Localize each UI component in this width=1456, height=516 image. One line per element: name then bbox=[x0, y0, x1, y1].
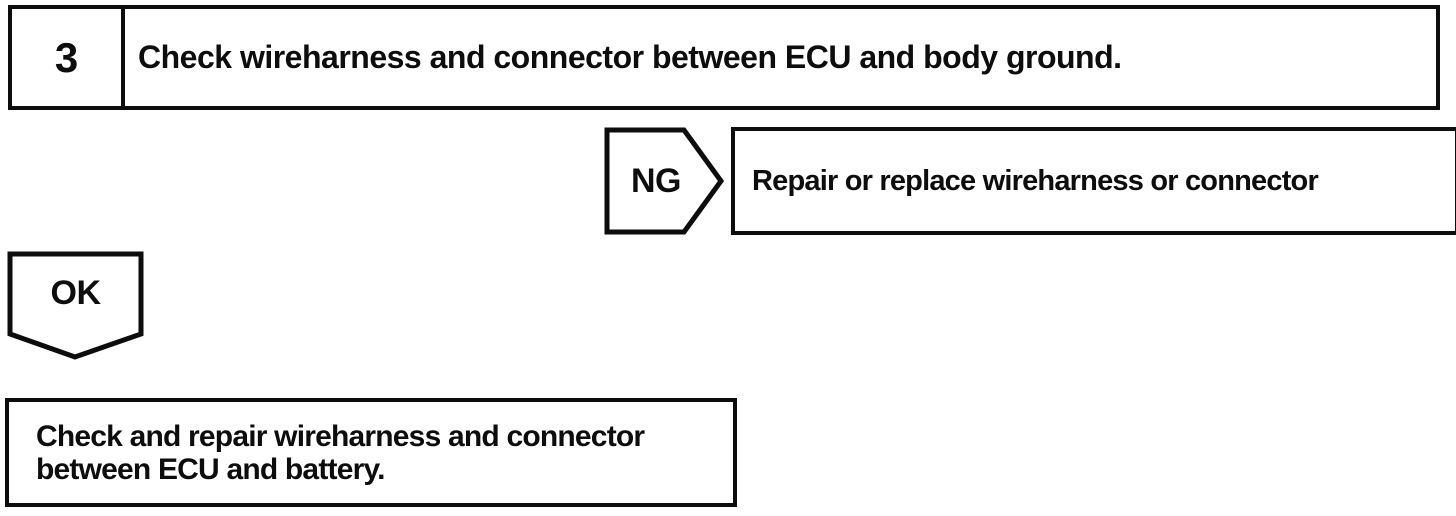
ok-connector: OK bbox=[7, 251, 144, 361]
ok-label: OK bbox=[50, 273, 102, 312]
ng-label: NG bbox=[631, 161, 682, 200]
step-box: 3 Check wireharness and connector betwee… bbox=[8, 5, 1440, 110]
result-line-2: between ECU and battery. bbox=[36, 452, 385, 486]
step-number: 3 bbox=[12, 9, 125, 106]
repair-action-text: Repair or replace wireharness or connect… bbox=[752, 164, 1319, 197]
ok-pentagon-down-arrow-icon bbox=[7, 251, 144, 360]
result-line-1: Check and repair wireharness and connect… bbox=[36, 419, 645, 453]
result-box: Check and repair wireharness and connect… bbox=[5, 398, 737, 507]
ng-pentagon-right-arrow-icon bbox=[604, 127, 724, 235]
repair-action-box: Repair or replace wireharness or connect… bbox=[731, 127, 1456, 235]
step-instruction-text: Check wireharness and connector between … bbox=[138, 39, 1122, 75]
ng-connector: NG bbox=[604, 127, 724, 235]
